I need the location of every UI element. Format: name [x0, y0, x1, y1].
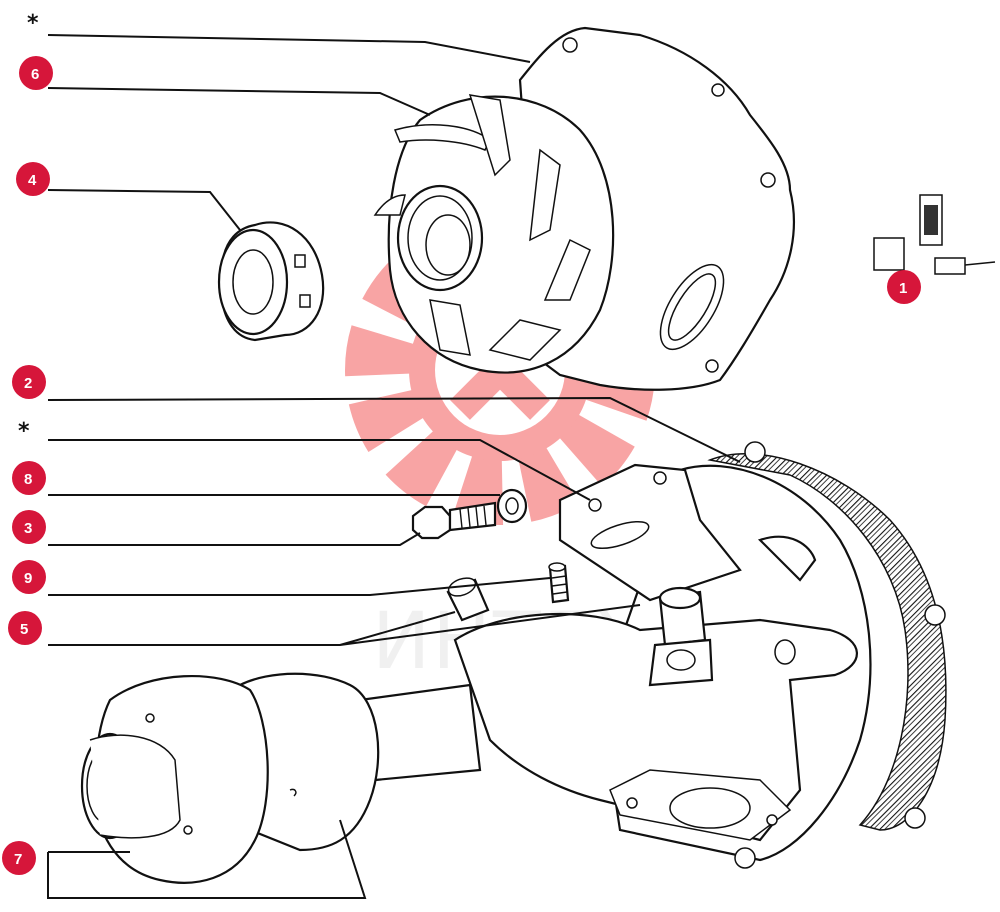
callout-4-label: 4: [28, 172, 37, 189]
leader-2: [47, 396, 741, 463]
callout-5[interactable]: 5: [8, 611, 42, 645]
callout-4-badge: [16, 162, 50, 196]
callout-9-label: 9: [24, 570, 32, 587]
impeller: [373, 94, 615, 374]
leader-4: [47, 189, 241, 231]
leader-star-top: [47, 34, 531, 63]
leader-9: [48, 577, 551, 596]
callout-7-label: 7: [14, 851, 22, 868]
callout-1-label: 1: [899, 280, 907, 297]
callout-5-label: 5: [20, 621, 28, 638]
washer: [496, 488, 528, 524]
callout-3-label: 3: [24, 520, 32, 537]
key-parts: [873, 194, 996, 275]
callout-7[interactable]: 7: [2, 841, 36, 875]
leader-7: [47, 819, 367, 899]
callout-6-badge: [19, 56, 53, 90]
callout-8[interactable]: 8: [12, 461, 46, 495]
callout-4[interactable]: 4: [16, 162, 50, 196]
callout-1-badge: [887, 270, 921, 304]
callout-6[interactable]: 6: [19, 56, 53, 90]
seal-ring: [217, 221, 325, 342]
shaft-pulley: [80, 672, 482, 884]
callout-star-top[interactable]: *: [27, 11, 39, 36]
leader-star-mid: [48, 439, 591, 501]
callout-5-badge: [8, 611, 42, 645]
callout-9[interactable]: 9: [12, 560, 46, 594]
pump-body: [453, 441, 947, 869]
callout-6-label: 6: [31, 66, 39, 83]
callout-star-mid[interactable]: *: [18, 419, 30, 444]
callout-8-badge: [12, 461, 46, 495]
callout-2-label: 2: [24, 375, 32, 392]
callout-3[interactable]: 3: [12, 510, 46, 544]
bolt: [411, 501, 497, 540]
callout-7-badge: [2, 841, 36, 875]
callouts: * 6 4 1 2 * 8 3 9: [2, 11, 921, 875]
callout-9-badge: [12, 560, 46, 594]
leader-lines: [47, 34, 741, 899]
leader-5: [48, 604, 641, 646]
leader-6: [47, 87, 431, 116]
callout-2[interactable]: 2: [12, 365, 46, 399]
leader-3: [48, 532, 421, 546]
callout-2-badge: [12, 365, 46, 399]
callout-3-badge: [12, 510, 46, 544]
callout-star-top-label: *: [27, 11, 39, 36]
callout-star-mid-label: *: [18, 419, 30, 444]
callout-8-label: 8: [24, 471, 32, 488]
callout-1[interactable]: 1: [887, 270, 921, 304]
stud: [548, 562, 570, 604]
